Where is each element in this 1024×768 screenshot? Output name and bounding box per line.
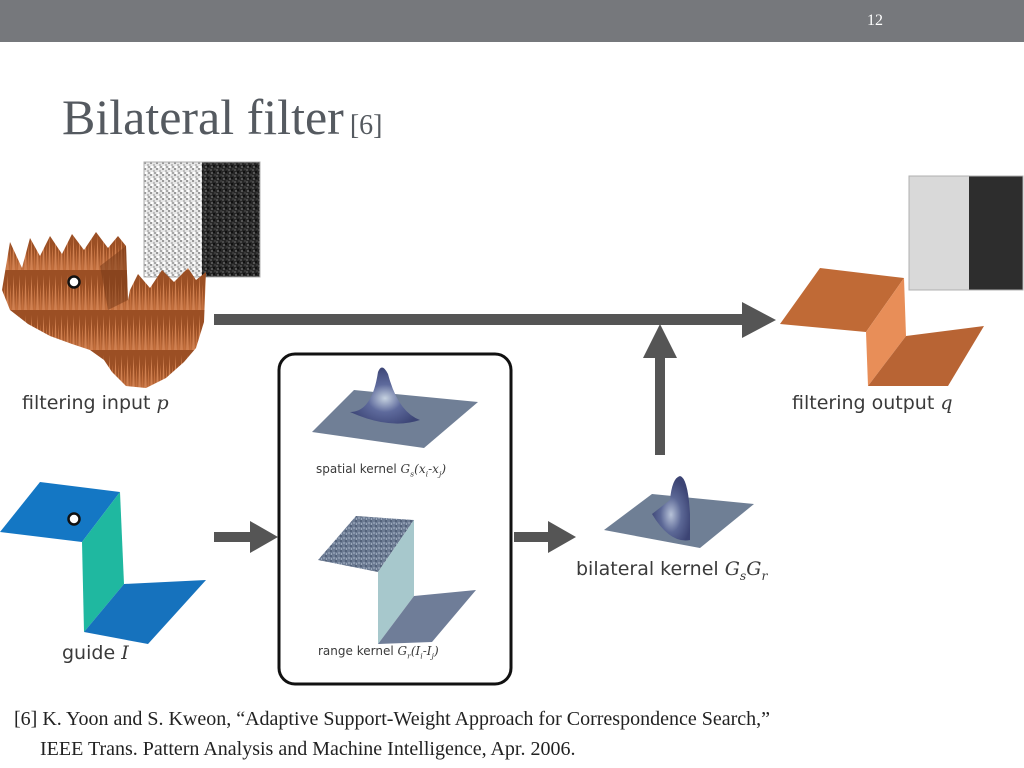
bilateral-kernel-plot xyxy=(604,476,754,548)
filtering-input-label: filtering input p xyxy=(22,392,169,414)
bilateral-filter-diagram xyxy=(0,161,1024,686)
range-kernel-plot xyxy=(318,516,476,644)
header-bar xyxy=(0,0,1024,42)
arrow-kernels-to-bilateral xyxy=(514,521,576,553)
spatial-kernel-label: spatial kernel Gs(xi-xj) xyxy=(316,462,447,479)
arrow-guide-to-kernels xyxy=(214,521,278,553)
range-kernel-label: range kernel Gr(Ii-Ij) xyxy=(318,644,439,661)
bilateral-kernel-label: bilateral kernel GsGr xyxy=(576,558,768,583)
citation-line-2: IEEE Trans. Pattern Analysis and Machine… xyxy=(40,738,576,760)
guide-label: guide I xyxy=(62,642,129,664)
output-image-thumbnail xyxy=(908,175,1024,291)
arrow-input-to-output xyxy=(214,302,776,338)
slide-number: 12 xyxy=(867,12,883,29)
input-image-thumbnail xyxy=(143,161,261,278)
spatial-kernel-plot xyxy=(312,367,478,448)
output-surface xyxy=(780,268,984,386)
noisy-input-surface xyxy=(2,232,206,388)
citation-line-1: [6] K. Yoon and S. Kweon, “Adaptive Supp… xyxy=(14,708,770,730)
input-sample-point xyxy=(67,275,81,289)
filtering-output-label: filtering output q xyxy=(792,392,953,414)
slide-title: Bilateral filter[6] xyxy=(62,88,382,146)
guide-surface xyxy=(0,482,206,644)
title-main: Bilateral filter xyxy=(62,89,344,145)
citation: [6] K. Yoon and S. Kweon, “Adaptive Supp… xyxy=(14,704,1014,764)
guide-sample-point xyxy=(67,512,81,526)
arrow-kernel-up xyxy=(643,324,677,455)
title-reference: [6] xyxy=(349,110,383,141)
